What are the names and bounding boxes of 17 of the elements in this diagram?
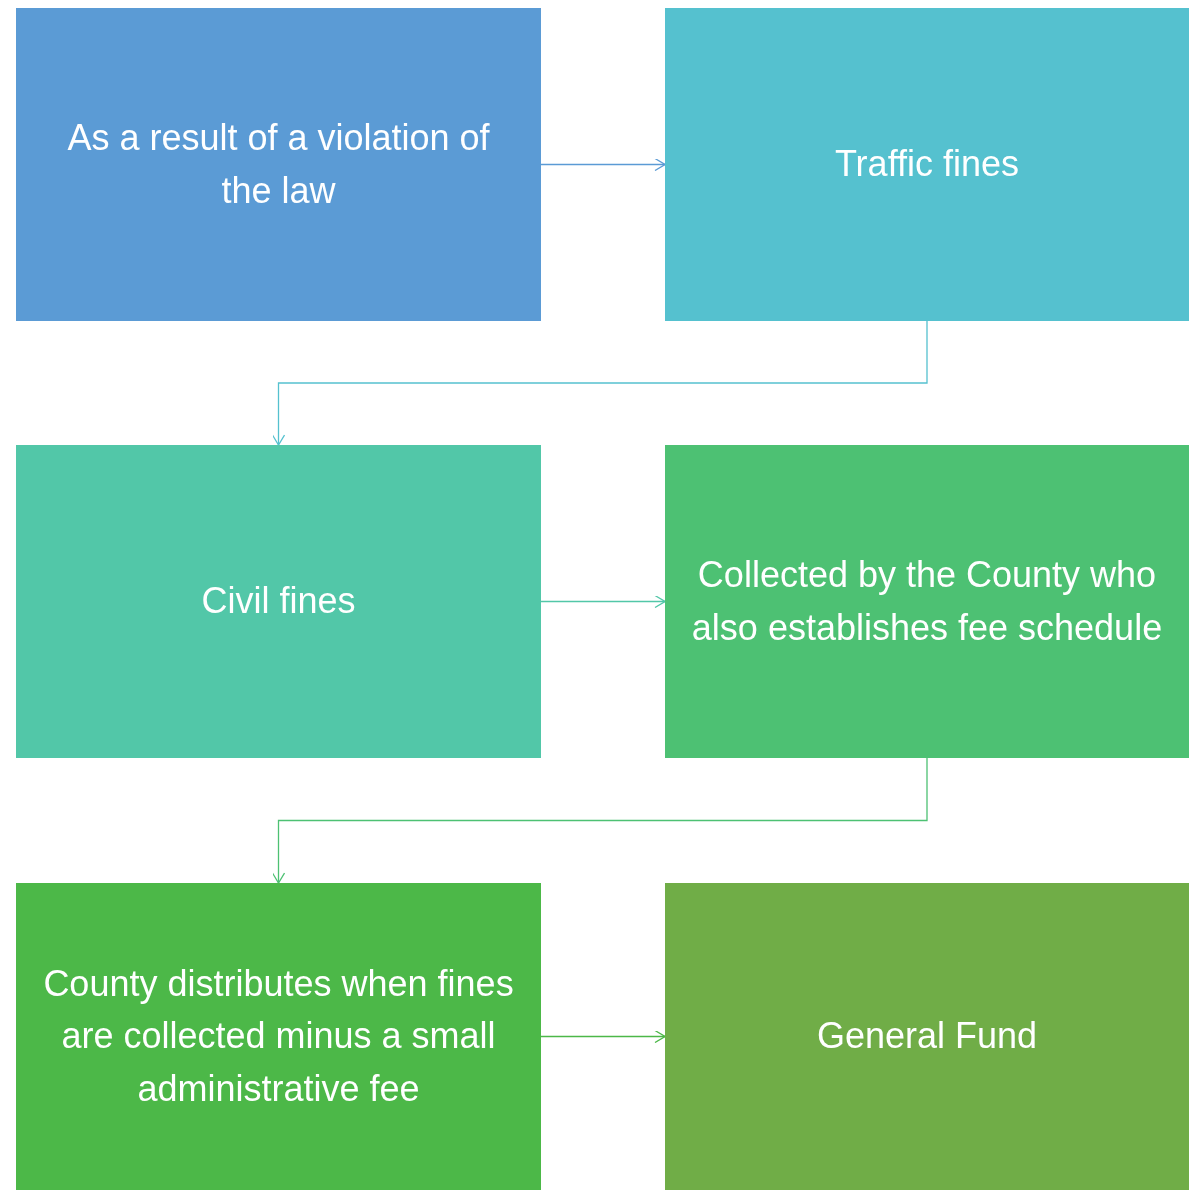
box-text: As a result of a violation of the law (66, 116, 491, 213)
arrow (540, 594, 666, 609)
box-text: General Fund (816, 1014, 1038, 1059)
arrow (271, 320, 928, 446)
box-text: Civil fines (201, 579, 356, 624)
process-box (665, 8, 1189, 321)
process-box (16, 445, 541, 758)
arrow (540, 1029, 666, 1044)
box-text: County distributes when fines are collected minus a small administrative fee (42, 962, 515, 1111)
process-box (665, 445, 1189, 758)
process-box (665, 883, 1189, 1190)
box-text: Collected by the County who also establishes fee schedule (690, 553, 1164, 650)
box-text: Traffic fines (834, 142, 1020, 187)
process-box (16, 8, 541, 321)
arrow (271, 757, 928, 884)
arrow (540, 157, 666, 172)
process-box (16, 883, 541, 1190)
